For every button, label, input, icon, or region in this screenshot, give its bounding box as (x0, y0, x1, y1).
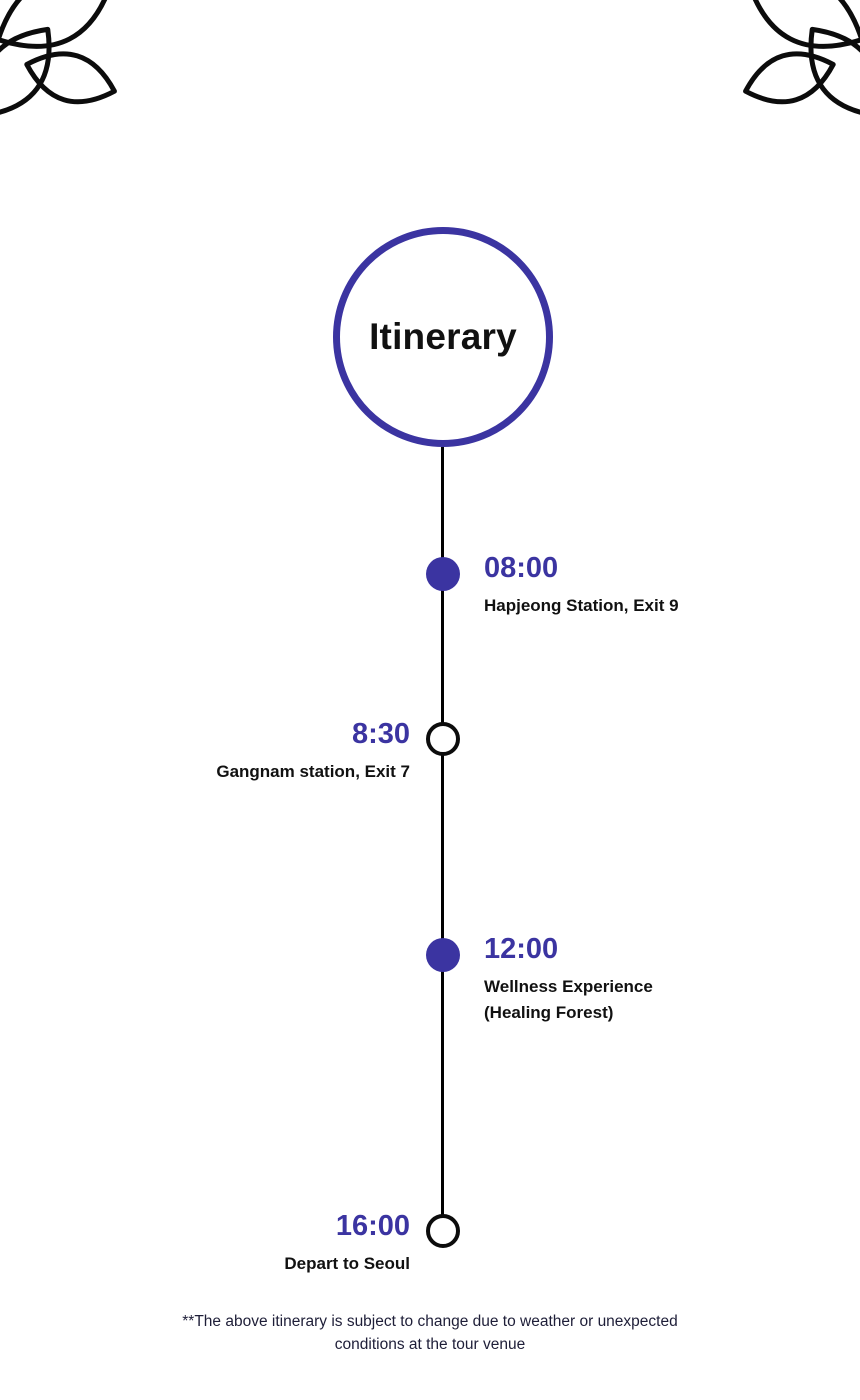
leaf-cluster-top-right-icon (676, 0, 860, 157)
timeline-dot-open (426, 722, 460, 756)
stop-label: Hapjeong Station, Exit 9 (484, 596, 679, 615)
timeline-stop: 16:00 Depart to Seoul (284, 1209, 410, 1277)
page-title: Itinerary (369, 316, 517, 357)
timeline-stop: 8:30 Gangnam station, Exit 7 (216, 717, 410, 785)
timeline-stop: 08:00 Hapjeong Station, Exit 9 (484, 551, 679, 619)
stop-label: Wellness Experience (Healing Forest) (484, 977, 653, 1022)
timeline-dot-filled (426, 938, 460, 972)
stop-time: 16:00 (335, 1210, 410, 1242)
stop-label: Gangnam station, Exit 7 (216, 762, 410, 781)
timeline-stop: 12:00 Wellness Experience (Healing Fores… (484, 932, 653, 1026)
stop-label: Depart to Seoul (284, 1254, 410, 1273)
timeline-dot-open (426, 1214, 460, 1248)
stop-time: 08:00 (484, 552, 559, 584)
timeline-line (441, 447, 444, 1231)
stop-time: 12:00 (484, 933, 559, 965)
timeline-dot-filled (426, 557, 460, 591)
footnote: **The above itinerary is subject to chan… (182, 1313, 678, 1353)
title-circle: Itinerary (333, 227, 553, 447)
stop-time: 8:30 (351, 718, 410, 750)
leaf-cluster-top-left-icon (0, 0, 184, 157)
